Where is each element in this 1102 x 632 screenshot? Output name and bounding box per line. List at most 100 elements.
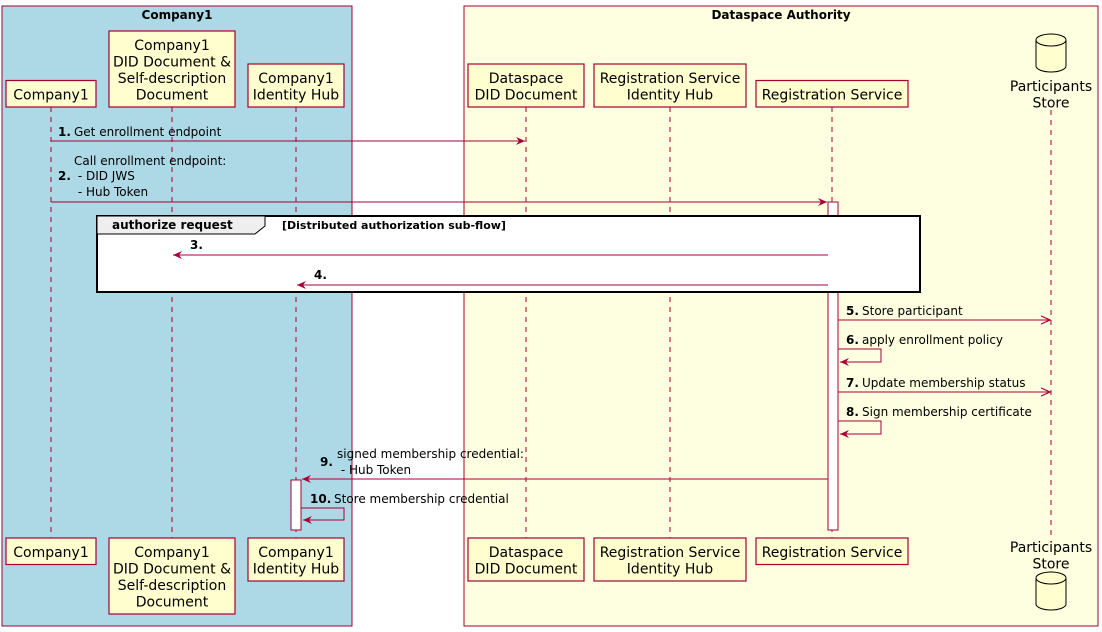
participant-label: Dataspace — [489, 71, 564, 87]
message-number: 8. — [846, 405, 859, 419]
message-label: Store membership credential — [334, 492, 509, 506]
message-label: signed membership credential: — [337, 447, 524, 461]
message-number: 10. — [310, 492, 331, 506]
lifelines — [50, 107, 1052, 538]
message-number: 1. — [58, 125, 71, 139]
message-number: 7. — [846, 376, 859, 390]
participant-label: Registration Service — [762, 88, 903, 104]
participant-label: DID Document — [475, 562, 578, 578]
participant-label: Participants — [1010, 540, 1092, 556]
message-7: 7. Update membership status — [838, 376, 1050, 392]
message-1: 1. Get enrollment endpoint — [51, 125, 525, 145]
participant-box — [755, 79, 909, 108]
message-label: Get enrollment endpoint — [74, 125, 222, 139]
message-6: 6. apply enrollment policy — [838, 333, 1003, 366]
message-number: 4. — [314, 268, 327, 282]
participant-registration-service-bottom: Registration Service — [755, 537, 909, 566]
message-label: Update membership status — [862, 376, 1025, 390]
participant-box — [593, 537, 747, 582]
participant-label: Company1 — [134, 545, 210, 561]
participant-box — [247, 63, 345, 108]
message-10: 10. Store membership credential — [301, 492, 509, 524]
message-number: 2. — [58, 169, 71, 183]
activation-reg-service — [827, 201, 839, 531]
group-company1-title: Company1 — [142, 8, 213, 22]
database-cylinder-icon — [1035, 33, 1067, 73]
message-3: 3. — [173, 238, 828, 259]
participant-label: Dataspace — [489, 545, 564, 561]
message-number: 5. — [846, 304, 859, 318]
participant-label: Participants — [1010, 79, 1092, 95]
participant-box — [247, 537, 345, 582]
message-label: Store participant — [862, 304, 963, 318]
participant-label: Company1 — [13, 88, 89, 104]
message-label: Call enrollment endpoint: — [74, 154, 226, 168]
message-number: 3. — [190, 238, 203, 252]
participant-label: Registration Service — [600, 71, 741, 87]
participant-label: Registration Service — [600, 545, 741, 561]
participant-box — [467, 63, 585, 108]
participant-label: Company1 — [134, 38, 210, 54]
activation-company1-hub — [290, 479, 302, 531]
participant-label: Store — [1032, 557, 1069, 573]
participant-company1-bottom: Company1 — [5, 537, 97, 566]
group-company1: Company1 — [1, 5, 353, 627]
message-2: 2. Call enrollment endpoint: - DID JWS -… — [51, 154, 827, 206]
participant-label: Document — [136, 595, 209, 611]
participant-box — [755, 537, 909, 566]
message-9: 9. signed membership credential: - Hub T… — [302, 447, 828, 483]
participant-label: Company1 — [13, 545, 89, 561]
participant-label: Company1 — [258, 545, 334, 561]
participant-label: DID Document & — [113, 562, 231, 578]
message-4: 4. — [297, 268, 828, 289]
participant-label: Identity Hub — [253, 562, 340, 578]
participant-label: Identity Hub — [627, 562, 714, 578]
message-5: 5. Store participant — [838, 304, 1050, 320]
message-8: 8. Sign membership certificate — [838, 405, 1032, 438]
message-number: 6. — [846, 333, 859, 347]
participant-label: Self-description — [118, 71, 226, 87]
participant-label: Store — [1032, 96, 1069, 112]
participant-box — [108, 30, 236, 108]
participant-registration-service-top: Registration Service — [755, 79, 909, 108]
participant-label: Identity Hub — [627, 88, 714, 104]
group-authority-title: Dataspace Authority — [711, 8, 850, 22]
participant-box — [5, 537, 97, 566]
frame-condition: [Distributed authorization sub-flow] — [282, 219, 506, 232]
participant-label: Self-description — [118, 578, 226, 594]
participant-label: DID Document — [475, 88, 578, 104]
group-dataspace-authority: Dataspace Authority — [463, 5, 1099, 627]
message-label: Sign membership certificate — [862, 405, 1032, 419]
message-number: 9. — [320, 455, 333, 469]
frame-authorize-request: authorize request [Distributed authoriza… — [96, 215, 921, 293]
participant-label: Document — [136, 88, 209, 104]
message-label: - DID JWS — [74, 169, 135, 183]
participant-box — [108, 537, 236, 615]
participant-label: Registration Service — [762, 545, 903, 561]
participant-label: Company1 — [258, 71, 334, 87]
frame-title: authorize request — [112, 218, 233, 232]
message-label: apply enrollment policy — [862, 333, 1003, 347]
participant-box — [467, 537, 585, 582]
participant-box — [593, 63, 747, 108]
message-label: - Hub Token — [337, 463, 411, 477]
participant-label: DID Document & — [113, 55, 231, 71]
participant-box — [5, 79, 97, 108]
database-cylinder-icon — [1035, 571, 1067, 611]
participant-label: Identity Hub — [253, 88, 340, 104]
message-label: - Hub Token — [74, 185, 148, 199]
participant-company1-top: Company1 — [5, 79, 97, 108]
